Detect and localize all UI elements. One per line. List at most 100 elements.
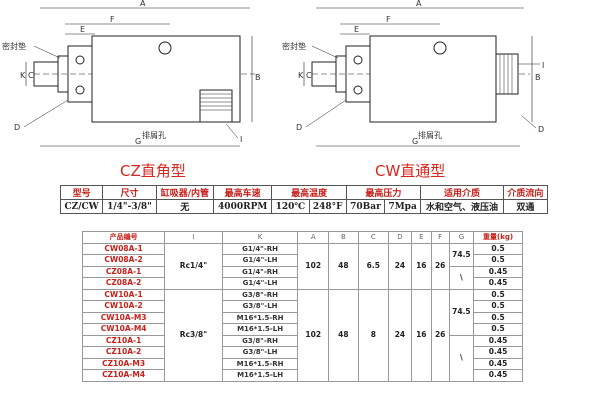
spec-temp-f: 248°F bbox=[308, 199, 347, 214]
cw-dim-g: G bbox=[412, 137, 418, 146]
model-header-row: 产品编号 I K A B C D E F G 重量(kg) bbox=[81, 231, 523, 244]
cw-caption: CW直通型 bbox=[375, 162, 446, 180]
thread-i: Rc1/4" bbox=[164, 242, 223, 290]
model-header: 重量(kg) bbox=[473, 231, 523, 244]
dim-e: 16 bbox=[410, 288, 432, 382]
spec-temp-c: 120℃ bbox=[271, 199, 310, 214]
dim-d: 24 bbox=[387, 288, 412, 382]
dim-g: 74.5 bbox=[448, 242, 475, 267]
cz-dim-g: G bbox=[135, 137, 141, 146]
model-header: B bbox=[328, 231, 359, 244]
spec-table: 型号 尺寸 缸吸器/内管 最高车速 最高温度 最高压力 适用介质 介质流向 CZ… bbox=[59, 185, 549, 214]
product-code: CZ10A-M3 bbox=[81, 357, 166, 370]
dim-c: 8 bbox=[357, 288, 389, 382]
product-code: CW08A-2 bbox=[81, 254, 166, 267]
weight: 0.45 bbox=[473, 265, 523, 278]
cw-dim-f: F bbox=[386, 15, 391, 24]
product-code: CZ08A-1 bbox=[81, 265, 166, 278]
dim-a: 102 bbox=[297, 288, 330, 382]
cz-dim-k: K bbox=[20, 71, 26, 80]
model-header: K bbox=[221, 231, 299, 244]
thread-k: G1/4"-LH bbox=[221, 277, 299, 290]
cz-i-label: I bbox=[240, 135, 242, 144]
weight: 0.5 bbox=[473, 288, 523, 301]
spec-pressure-bar: 70Bar bbox=[345, 199, 386, 214]
weight: 0.45 bbox=[473, 277, 523, 290]
thread-k: G1/4"-RH bbox=[221, 265, 299, 278]
spec-medium: 水和空气、液压油 bbox=[420, 199, 504, 214]
thread-k: G3/8"-RH bbox=[221, 334, 299, 347]
cw-dim-a: A bbox=[416, 0, 422, 8]
product-code: CZ10A-M4 bbox=[81, 369, 166, 382]
cw-dim-c: C bbox=[306, 71, 312, 80]
cw-drawing: A F E B K C G 密封垫 D 排屑孔 I D bbox=[282, 0, 544, 147]
dim-g: 74.5 bbox=[448, 288, 475, 336]
spec-header: 最高车速 bbox=[213, 185, 273, 200]
model-header: I bbox=[164, 231, 223, 244]
product-code: CW10A-1 bbox=[81, 288, 166, 301]
table-row: CW10A-M4 M16*1.5-LH 0.5 bbox=[81, 323, 523, 336]
dim-g: \ bbox=[448, 265, 475, 290]
cz-d-label: D bbox=[14, 123, 20, 132]
cw-dim-b: B bbox=[535, 73, 541, 82]
cz-dim-e: E bbox=[80, 25, 85, 34]
spec-header: 最高压力 bbox=[345, 185, 422, 200]
technical-drawings: A F E B K C G 密封垫 D 排屑孔 I bbox=[2, 0, 544, 147]
weight: 0.5 bbox=[473, 254, 523, 267]
cw-dim-k: K bbox=[298, 71, 304, 80]
thread-k: G1/4"-LH bbox=[221, 254, 299, 267]
product-code: CZ10A-2 bbox=[81, 346, 166, 359]
model-header: F bbox=[430, 231, 450, 244]
thread-k: M16*1.5-LH bbox=[221, 369, 299, 382]
spec-size: 1/4"-3/8" bbox=[102, 199, 157, 214]
weight: 0.45 bbox=[473, 346, 523, 359]
spec-flow: 双通 bbox=[502, 199, 549, 214]
thread-k: M16*1.5-RH bbox=[221, 357, 299, 370]
cz-drawing: A F E B K C G 密封垫 D 排屑孔 I bbox=[2, 0, 261, 147]
spec-header: 缸吸器/内管 bbox=[155, 185, 215, 200]
dim-b: 48 bbox=[328, 242, 359, 290]
cw-d-label-2: D bbox=[538, 125, 544, 134]
spec-header: 适用介质 bbox=[420, 185, 504, 200]
table-row: CZ10A-M4 M16*1.5-LH 0.45 bbox=[81, 369, 523, 382]
cz-caption: CZ直角型 bbox=[120, 162, 186, 180]
dim-f: 26 bbox=[430, 288, 450, 382]
weight: 0.5 bbox=[473, 323, 523, 336]
weight: 0.45 bbox=[473, 369, 523, 382]
dim-d: 24 bbox=[387, 242, 412, 290]
cz-dim-b: B bbox=[255, 73, 261, 82]
thread-k: G3/8"-LH bbox=[221, 300, 299, 313]
thread-k: M16*1.5-RH bbox=[221, 311, 299, 324]
model-header: A bbox=[297, 231, 330, 244]
dim-a: 102 bbox=[297, 242, 330, 290]
weight: 0.5 bbox=[473, 300, 523, 313]
spec-value-row: CZ/CW 1/4"-3/8" 无 4000RPM 120℃ 248°F 70B… bbox=[59, 199, 549, 214]
product-code: CZ10A-1 bbox=[81, 334, 166, 347]
spec-speed: 4000RPM bbox=[213, 199, 273, 214]
cw-drain-label: 排屑孔 bbox=[418, 130, 442, 140]
weight: 0.5 bbox=[473, 242, 523, 255]
dim-g: \ bbox=[448, 334, 475, 382]
dim-e: 16 bbox=[410, 242, 432, 290]
product-code: CZ08A-2 bbox=[81, 277, 166, 290]
model-header: E bbox=[410, 231, 432, 244]
weight: 0.5 bbox=[473, 311, 523, 324]
spec-header: 型号 bbox=[59, 185, 104, 200]
model-header: D bbox=[387, 231, 412, 244]
product-code: CW10A-M4 bbox=[81, 323, 166, 336]
cz-drain-label: 排屑孔 bbox=[142, 130, 166, 140]
cz-dim-f: F bbox=[110, 15, 115, 24]
dim-c: 6.5 bbox=[357, 242, 389, 290]
table-row: CZ10A-M3 M16*1.5-RH 0.45 bbox=[81, 357, 523, 370]
product-code: CW08A-1 bbox=[81, 242, 166, 255]
cw-d-label: D bbox=[296, 123, 302, 132]
model-header: C bbox=[357, 231, 389, 244]
thread-k: M16*1.5-LH bbox=[221, 323, 299, 336]
spec-model: CZ/CW bbox=[59, 199, 104, 214]
product-code: CW10A-2 bbox=[81, 300, 166, 313]
weight: 0.45 bbox=[473, 357, 523, 370]
thread-k: G1/4"-RH bbox=[221, 242, 299, 255]
